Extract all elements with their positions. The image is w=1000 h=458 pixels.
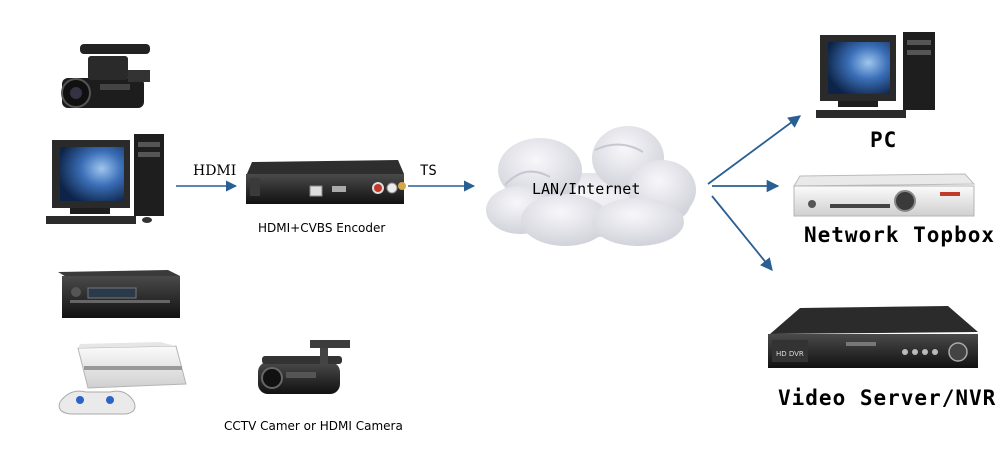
pc-label: PC [870, 128, 898, 152]
arrow-to-nvr [711, 195, 773, 271]
camera-label: CCTV Camer or HDMI Camera [224, 419, 403, 433]
nvr-device-icon [768, 306, 978, 368]
desktop-pc-icon [46, 134, 164, 224]
cloud-icon [486, 126, 696, 246]
game-console-icon [58, 342, 187, 415]
topbox-label: Network Topbox [804, 223, 996, 247]
camcorder-icon [61, 44, 150, 108]
media-player-icon [58, 270, 180, 318]
network-topbox-icon [793, 173, 976, 217]
arrow-to-pc [707, 115, 802, 185]
encoder-device-icon [246, 160, 406, 204]
cctv-camera-icon [258, 340, 350, 394]
ts-label: TS [420, 163, 437, 179]
nvr-label: Video Server/NVR [778, 386, 997, 410]
hdmi-label: HDMI [193, 163, 237, 179]
encoder-label: HDMI+CVBS Encoder [258, 221, 386, 235]
pc-client-icon [816, 32, 935, 118]
nvr-badge-text: HD DVR [776, 350, 804, 358]
cloud-label: LAN/Internet [532, 180, 641, 198]
